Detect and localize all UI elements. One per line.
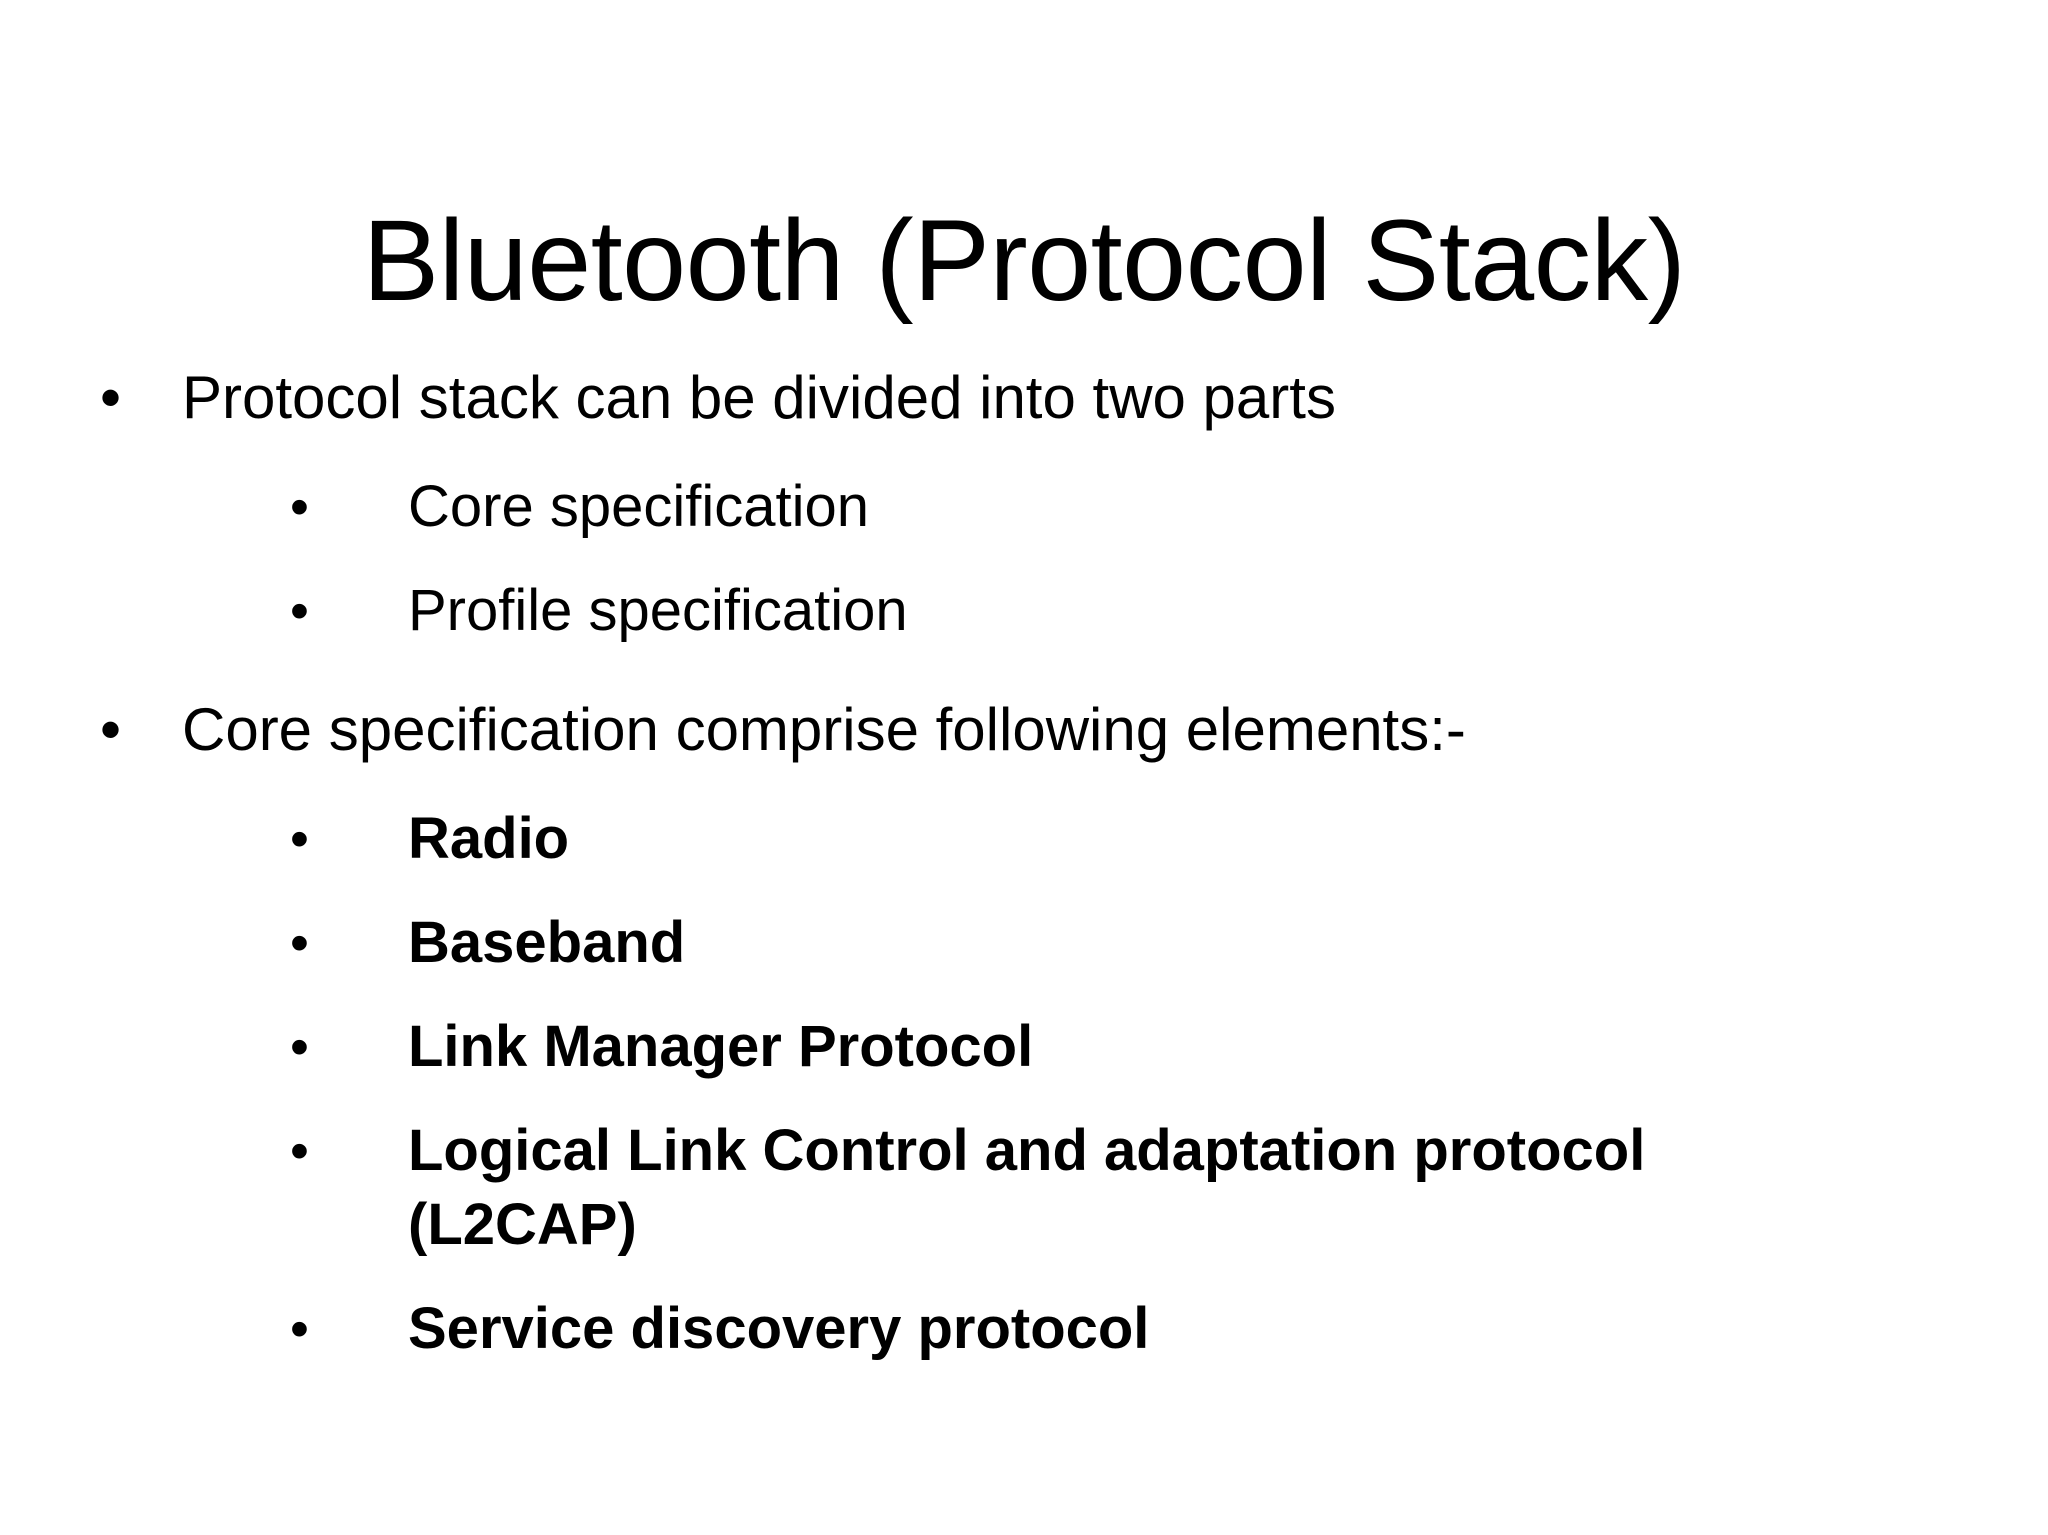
list-item: • Profile specification xyxy=(0,574,2048,648)
list-item: • Baseband xyxy=(0,906,2048,980)
list-item-label: Logical Link Control and adaptation prot… xyxy=(408,1118,1646,1257)
list-item: • Radio xyxy=(0,802,2048,876)
list-item-label: Core specification comprise following el… xyxy=(182,696,1466,763)
list-item-label: Baseband xyxy=(408,910,686,975)
bullet-icon: • xyxy=(290,477,309,537)
section-spacer xyxy=(0,678,2048,692)
list-item: • Protocol stack can be divided into two… xyxy=(0,360,2048,436)
bullet-icon: • xyxy=(290,581,309,641)
list-item: • Core specification xyxy=(0,470,2048,544)
list-item-label: Service discovery protocol xyxy=(408,1296,1150,1361)
bullet-icon: • xyxy=(100,364,122,431)
bullet-icon: • xyxy=(290,1121,309,1181)
list-item: • Core specification comprise following … xyxy=(0,692,2048,768)
list-item-label: Link Manager Protocol xyxy=(408,1014,1034,1079)
bullet-icon: • xyxy=(290,1299,309,1359)
bullet-icon: • xyxy=(290,1017,309,1077)
bullet-icon: • xyxy=(100,696,122,763)
page-title: Bluetooth (Protocol Stack) xyxy=(362,197,1686,326)
list-item-label: Protocol stack can be divided into two p… xyxy=(182,364,1336,431)
list-item-label: Core specification xyxy=(408,474,869,539)
bullet-icon: • xyxy=(290,809,309,869)
list-item-label: Profile specification xyxy=(408,578,908,643)
list-item: • Service discovery protocol xyxy=(0,1292,2048,1366)
slide-body: • Protocol stack can be divided into two… xyxy=(0,360,2048,1396)
list-item-label: Radio xyxy=(408,806,570,871)
list-item: • Logical Link Control and adaptation pr… xyxy=(0,1114,2048,1262)
list-item: • Link Manager Protocol xyxy=(0,1010,2048,1084)
bullet-icon: • xyxy=(290,913,309,973)
